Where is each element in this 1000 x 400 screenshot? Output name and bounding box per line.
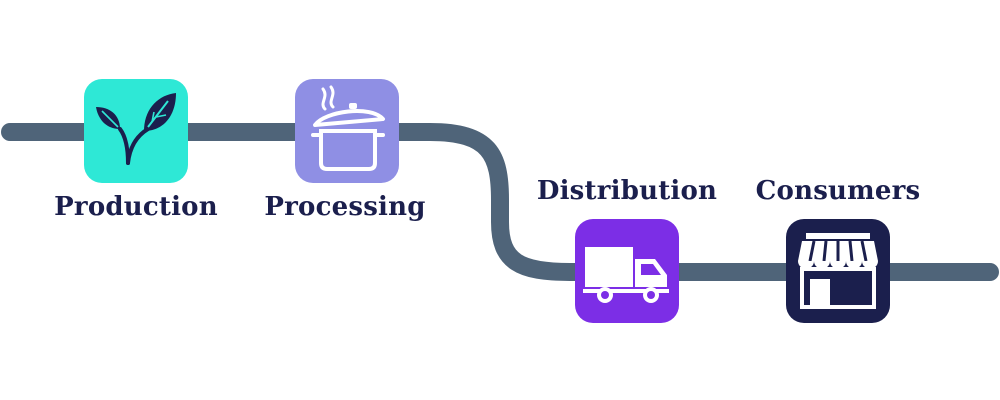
production-tile	[84, 79, 188, 183]
consumers-tile	[786, 219, 890, 323]
processing-label: Processing	[264, 192, 426, 222]
storefront-icon	[798, 233, 878, 309]
processing-tile	[295, 79, 399, 183]
delivery-truck-icon	[583, 247, 669, 303]
cooking-pot-icon	[311, 85, 385, 171]
production-label: Production	[54, 192, 218, 222]
consumers-label: Consumers	[755, 176, 921, 206]
distribution-tile	[575, 219, 679, 323]
leaf-icon	[96, 93, 176, 165]
distribution-label: Distribution	[536, 176, 718, 206]
